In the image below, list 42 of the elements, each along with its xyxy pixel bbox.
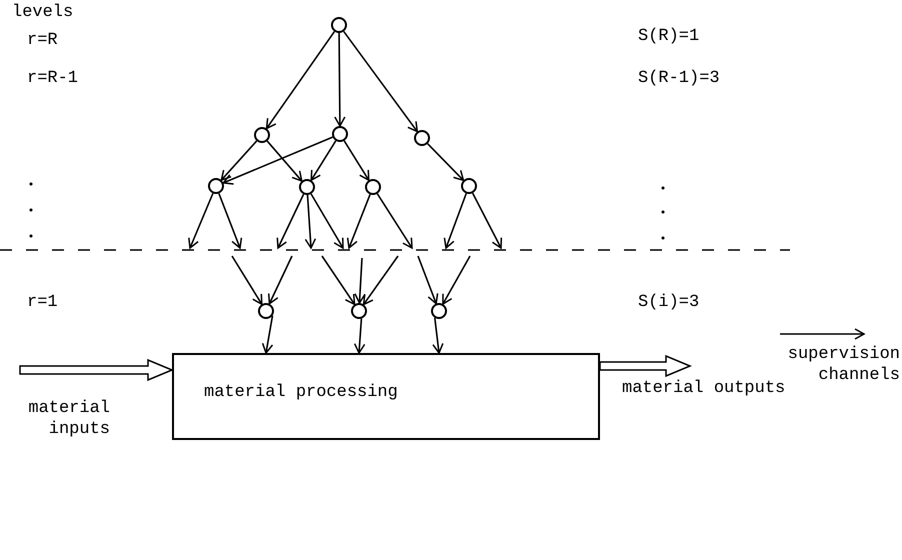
arrow bbox=[304, 194, 316, 249]
arrow bbox=[276, 194, 304, 249]
arrow bbox=[346, 194, 371, 249]
arrow bbox=[231, 256, 263, 305]
legend-label: supervision channels bbox=[786, 344, 900, 386]
text-label: r=R bbox=[27, 30, 58, 52]
arrow bbox=[268, 256, 293, 305]
arrow bbox=[354, 318, 366, 354]
arrow bbox=[417, 256, 438, 304]
arrow bbox=[472, 192, 502, 249]
text-label: material outputs bbox=[622, 378, 786, 400]
arrow bbox=[262, 316, 274, 354]
text-label: material inputs bbox=[27, 398, 110, 440]
text-label: r=R-1 bbox=[27, 68, 78, 90]
text-label: levels bbox=[12, 2, 74, 24]
arrow bbox=[218, 193, 242, 249]
arrow bbox=[220, 140, 258, 181]
arrow bbox=[334, 33, 346, 127]
arrow bbox=[354, 258, 366, 304]
arrow bbox=[310, 140, 336, 181]
arrow bbox=[442, 256, 471, 305]
arrow bbox=[222, 136, 333, 185]
arrow bbox=[432, 318, 444, 354]
process-box bbox=[172, 353, 600, 440]
arrow bbox=[343, 30, 418, 132]
arrow bbox=[188, 193, 214, 249]
arrow bbox=[444, 193, 467, 249]
arrow bbox=[362, 256, 399, 306]
text-label: S(i)=3 bbox=[638, 292, 700, 314]
arrow bbox=[266, 31, 336, 130]
text-label: S(R-1)=3 bbox=[638, 68, 720, 90]
text-label: r=1 bbox=[27, 292, 58, 314]
arrow bbox=[376, 193, 413, 249]
arrow bbox=[344, 140, 370, 181]
box-label: material processing bbox=[204, 382, 398, 404]
arrow bbox=[321, 256, 356, 306]
text-label: S(R)=1 bbox=[638, 26, 700, 48]
hollow-arrow bbox=[599, 354, 692, 378]
arrow bbox=[427, 143, 464, 182]
hollow-arrow bbox=[19, 358, 174, 382]
arrow bbox=[266, 140, 303, 182]
arrow bbox=[310, 193, 344, 249]
